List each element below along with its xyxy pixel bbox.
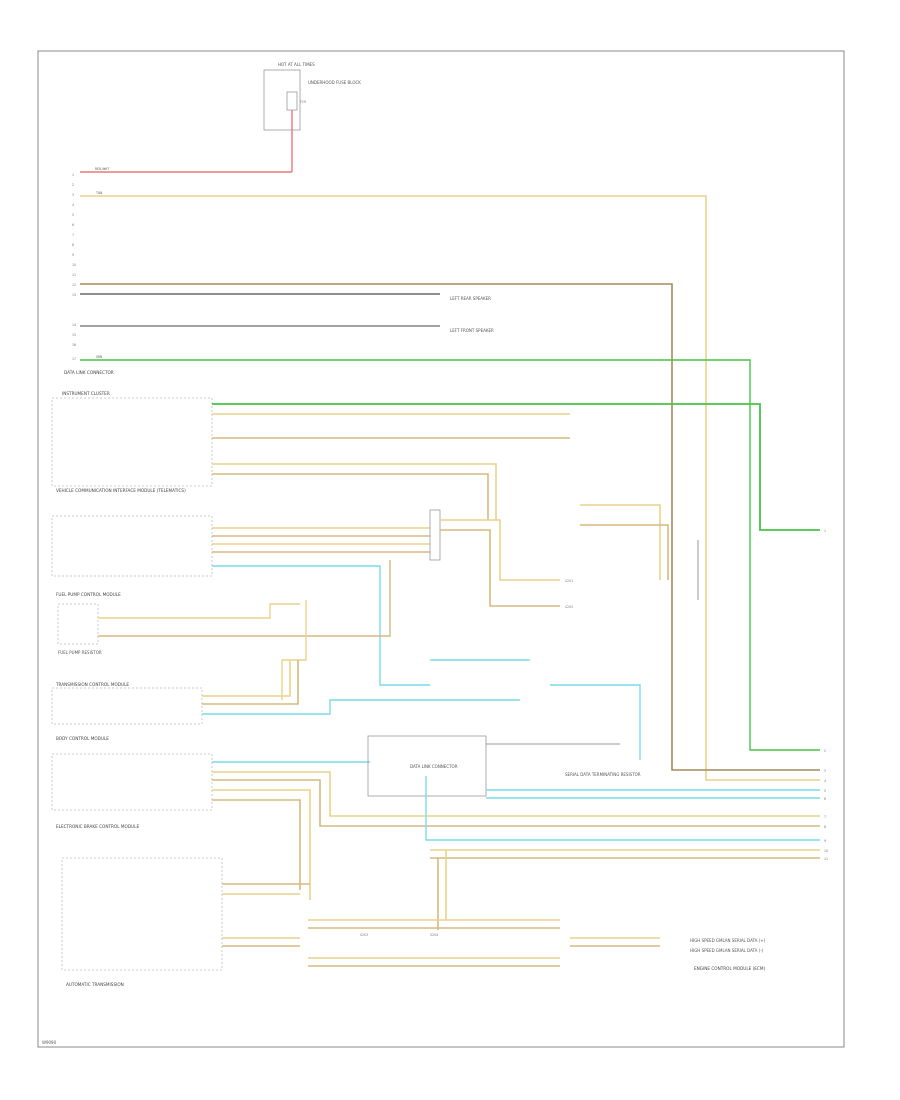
automatic-transmission-box: [61, 857, 223, 971]
tan-wire-5: [212, 473, 489, 520]
tan-wire-16: [281, 600, 307, 700]
svg-text:16: 16: [72, 343, 76, 347]
svg-text:7: 7: [72, 233, 74, 237]
svg-text:6: 6: [72, 223, 74, 227]
svg-text:8: 8: [72, 243, 74, 247]
telematics-module-label: VEHICLE COMMUNICATION INTERFACE MODULE (…: [56, 488, 186, 493]
fuse-block-label: UNDERHOOD FUSE BLOCK: [308, 80, 361, 85]
svg-text:13: 13: [72, 293, 76, 297]
green-wire-2: [212, 403, 820, 531]
left-rear-speaker-label: LEFT REAR SPEAKER: [450, 296, 491, 301]
green-wire-1-label: GRN: [96, 355, 102, 359]
svg-text:9: 9: [824, 839, 826, 843]
tan-wire-19: [212, 771, 820, 817]
tan-wire-14: [98, 603, 300, 619]
diagram-frame: [37, 50, 845, 1048]
svg-text:3: 3: [824, 769, 826, 773]
left-pin-column: 1 2 3 4 5 6 7 8 9 10 11 12 13 14 15 16 1…: [72, 173, 76, 361]
red-wire-label: RED/WHT: [95, 167, 109, 171]
svg-text:2: 2: [72, 183, 74, 187]
svg-text:2: 2: [824, 749, 826, 753]
body-control-box: [51, 753, 213, 811]
gmlan-hi-label: HIGH SPEED GMLAN SERIAL DATA (+): [690, 938, 766, 943]
serial-data-terminating-label: SERIAL DATA TERMINATING RESISTOR: [565, 772, 641, 777]
tan-wire-1: [80, 195, 820, 781]
fuse-icon: [286, 91, 298, 111]
hot-at-all-times-label: HOT AT ALL TIMES: [278, 62, 315, 67]
tan-wire-12: [580, 504, 661, 580]
splice-s3-label: S203: [360, 933, 368, 937]
cyan-wire-1: [212, 565, 430, 686]
tan-wire-21: [212, 789, 311, 900]
data-link-connector-label: DATA LINK CONNECTOR: [64, 370, 114, 375]
fuel-pump-resistor-label: FUEL PUMP RESISTOR: [58, 650, 102, 655]
fuel-pump-module-label: FUEL PUMP CONTROL MODULE: [56, 592, 121, 597]
body-control-module-label: BODY CONTROL MODULE: [56, 736, 109, 741]
brown-wire: [80, 283, 820, 771]
svg-text:5: 5: [72, 213, 74, 217]
tan-wire-15: [98, 560, 391, 637]
trans-control-module-label: TRANSMISSION CONTROL MODULE: [55, 682, 129, 687]
splice-pack-1: [429, 509, 441, 561]
tan-wire-22: [212, 799, 301, 890]
green-wire-1: [80, 359, 820, 751]
electronic-brake-module-label: ELECTRONIC BRAKE CONTROL MODULE: [56, 824, 139, 829]
tan-wire-13: [580, 524, 669, 580]
svg-text:1: 1: [72, 173, 74, 177]
svg-text:7: 7: [824, 815, 826, 819]
trans-control-box: [51, 687, 203, 725]
engine-control-module-label: ENGINE CONTROL MODULE (ECM): [694, 966, 765, 971]
gmlan-lo-label: HIGH SPEED GMLAN SERIAL DATA (-): [690, 948, 764, 953]
splice-s1-label: S201: [565, 579, 573, 583]
svg-text:9: 9: [72, 253, 74, 257]
left-front-speaker-label: LEFT FRONT SPEAKER: [450, 328, 494, 333]
fuse-block-box: [263, 69, 301, 131]
cyan-wire-6: [425, 776, 820, 841]
svg-text:14: 14: [72, 323, 76, 327]
tan-wire-17: [202, 660, 291, 697]
svg-text:6: 6: [824, 797, 826, 801]
svg-text:10: 10: [824, 849, 828, 853]
svg-text:11: 11: [72, 273, 76, 277]
tan-wire-10: [440, 519, 560, 581]
footer-code: W9090: [42, 1040, 57, 1045]
tan-wire-18: [202, 660, 299, 705]
tan-wire-20: [212, 779, 820, 827]
svg-text:4: 4: [824, 779, 826, 783]
dlc-box: [367, 735, 487, 797]
tan-wire-1-label: TAN: [96, 191, 102, 195]
svg-text:8: 8: [824, 825, 826, 829]
splice-s2-label: S202: [565, 605, 573, 609]
svg-text:5: 5: [824, 789, 826, 793]
svg-text:15: 15: [72, 333, 76, 337]
svg-text:10: 10: [72, 263, 76, 267]
tan-wire-11: [440, 529, 560, 607]
dlc-center-label: DATA LINK CONNECTOR: [410, 764, 458, 769]
fuse-number: F29: [300, 100, 306, 104]
instrument-cluster-box: [51, 397, 213, 487]
svg-text:1: 1: [824, 529, 826, 533]
cyan-wire-2: [202, 699, 520, 715]
fuel-pump-box: [57, 603, 99, 645]
tan-wire-4: [212, 463, 497, 520]
svg-text:12: 12: [72, 283, 76, 287]
fuse-block: HOT AT ALL TIMES UNDERHOOD FUSE BLOCK F2…: [263, 62, 361, 131]
automatic-transmission-label: AUTOMATIC TRANSMISSION: [66, 982, 124, 987]
svg-text:4: 4: [72, 203, 74, 207]
splice-s4-label: S204: [430, 933, 438, 937]
right-pin-column: 1 2 3 4 5 6 7 8 9 10 11: [824, 529, 828, 861]
svg-text:17: 17: [72, 357, 76, 361]
cyan-wire-4: [550, 684, 641, 760]
instrument-cluster-label: INSTRUMENT CLUSTER: [62, 391, 110, 396]
svg-text:3: 3: [72, 193, 74, 197]
telematics-module-box: [51, 515, 213, 577]
svg-text:11: 11: [824, 857, 828, 861]
